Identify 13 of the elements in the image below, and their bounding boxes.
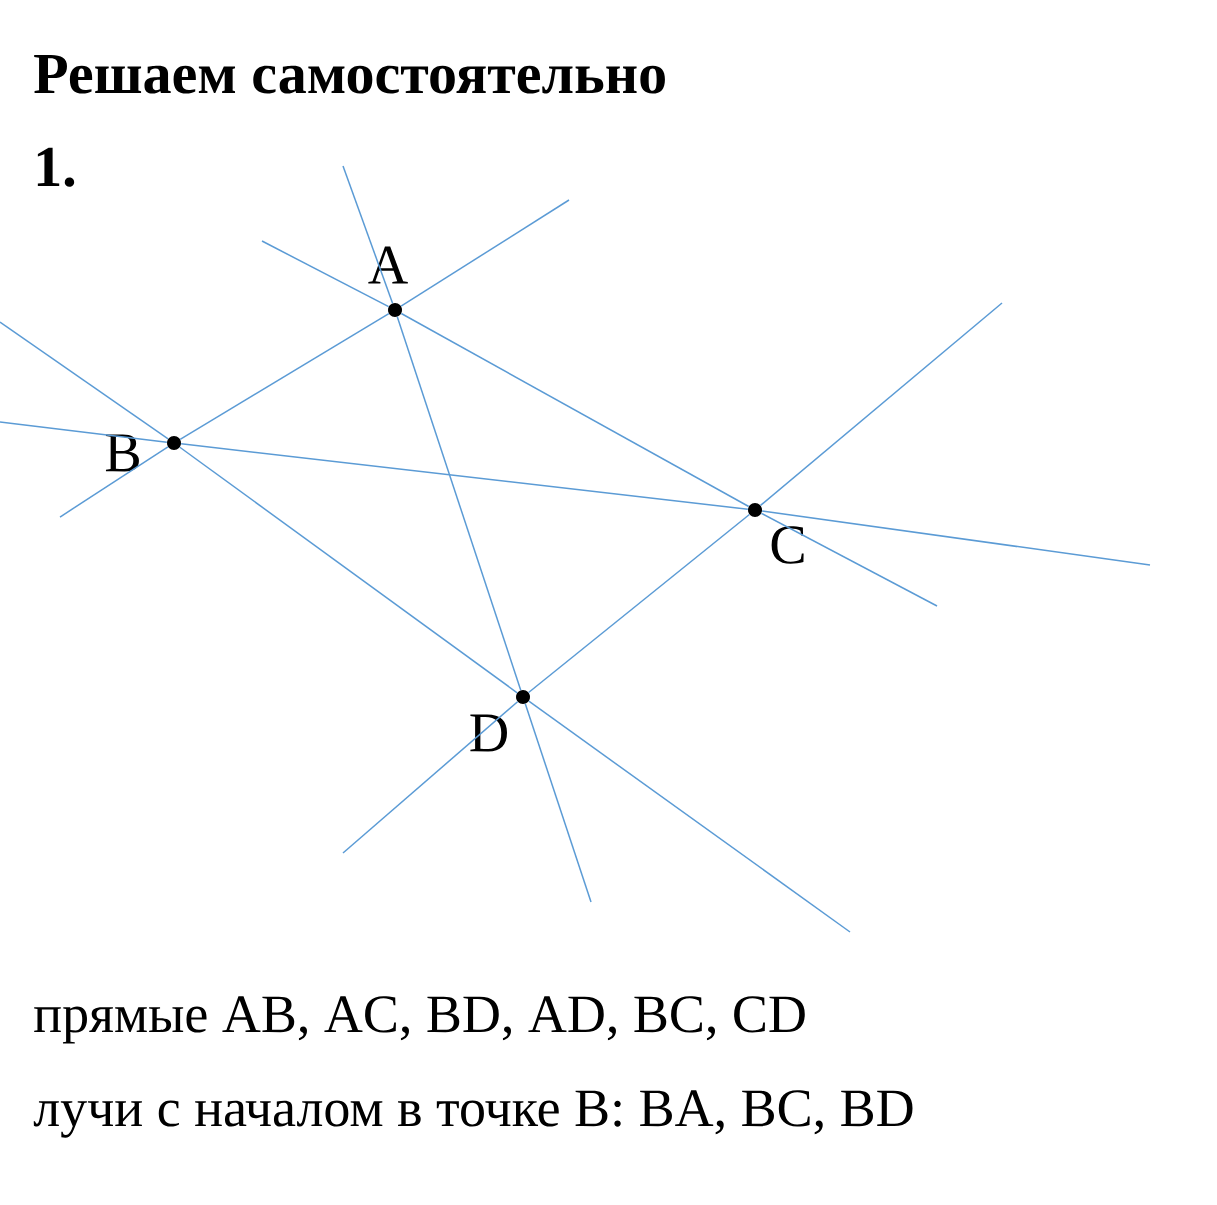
point-label: B <box>105 434 139 472</box>
problem-number: 1. <box>37 147 75 187</box>
answer-text: прямые AB, AC, BD, AD, BC, CD <box>34 996 805 1044</box>
straight-line <box>179 312 390 441</box>
answer-text: лучи с началом в точке B: BA, BC, BD <box>33 1090 913 1138</box>
title: Решаем самостоятельно <box>34 55 665 94</box>
straight-line <box>400 312 750 508</box>
straight-line <box>527 513 751 694</box>
straight-line <box>179 446 518 694</box>
point-label: C <box>771 526 804 564</box>
point-label: A <box>368 246 408 284</box>
straight-line <box>180 443 749 510</box>
straight-line <box>396 316 522 691</box>
